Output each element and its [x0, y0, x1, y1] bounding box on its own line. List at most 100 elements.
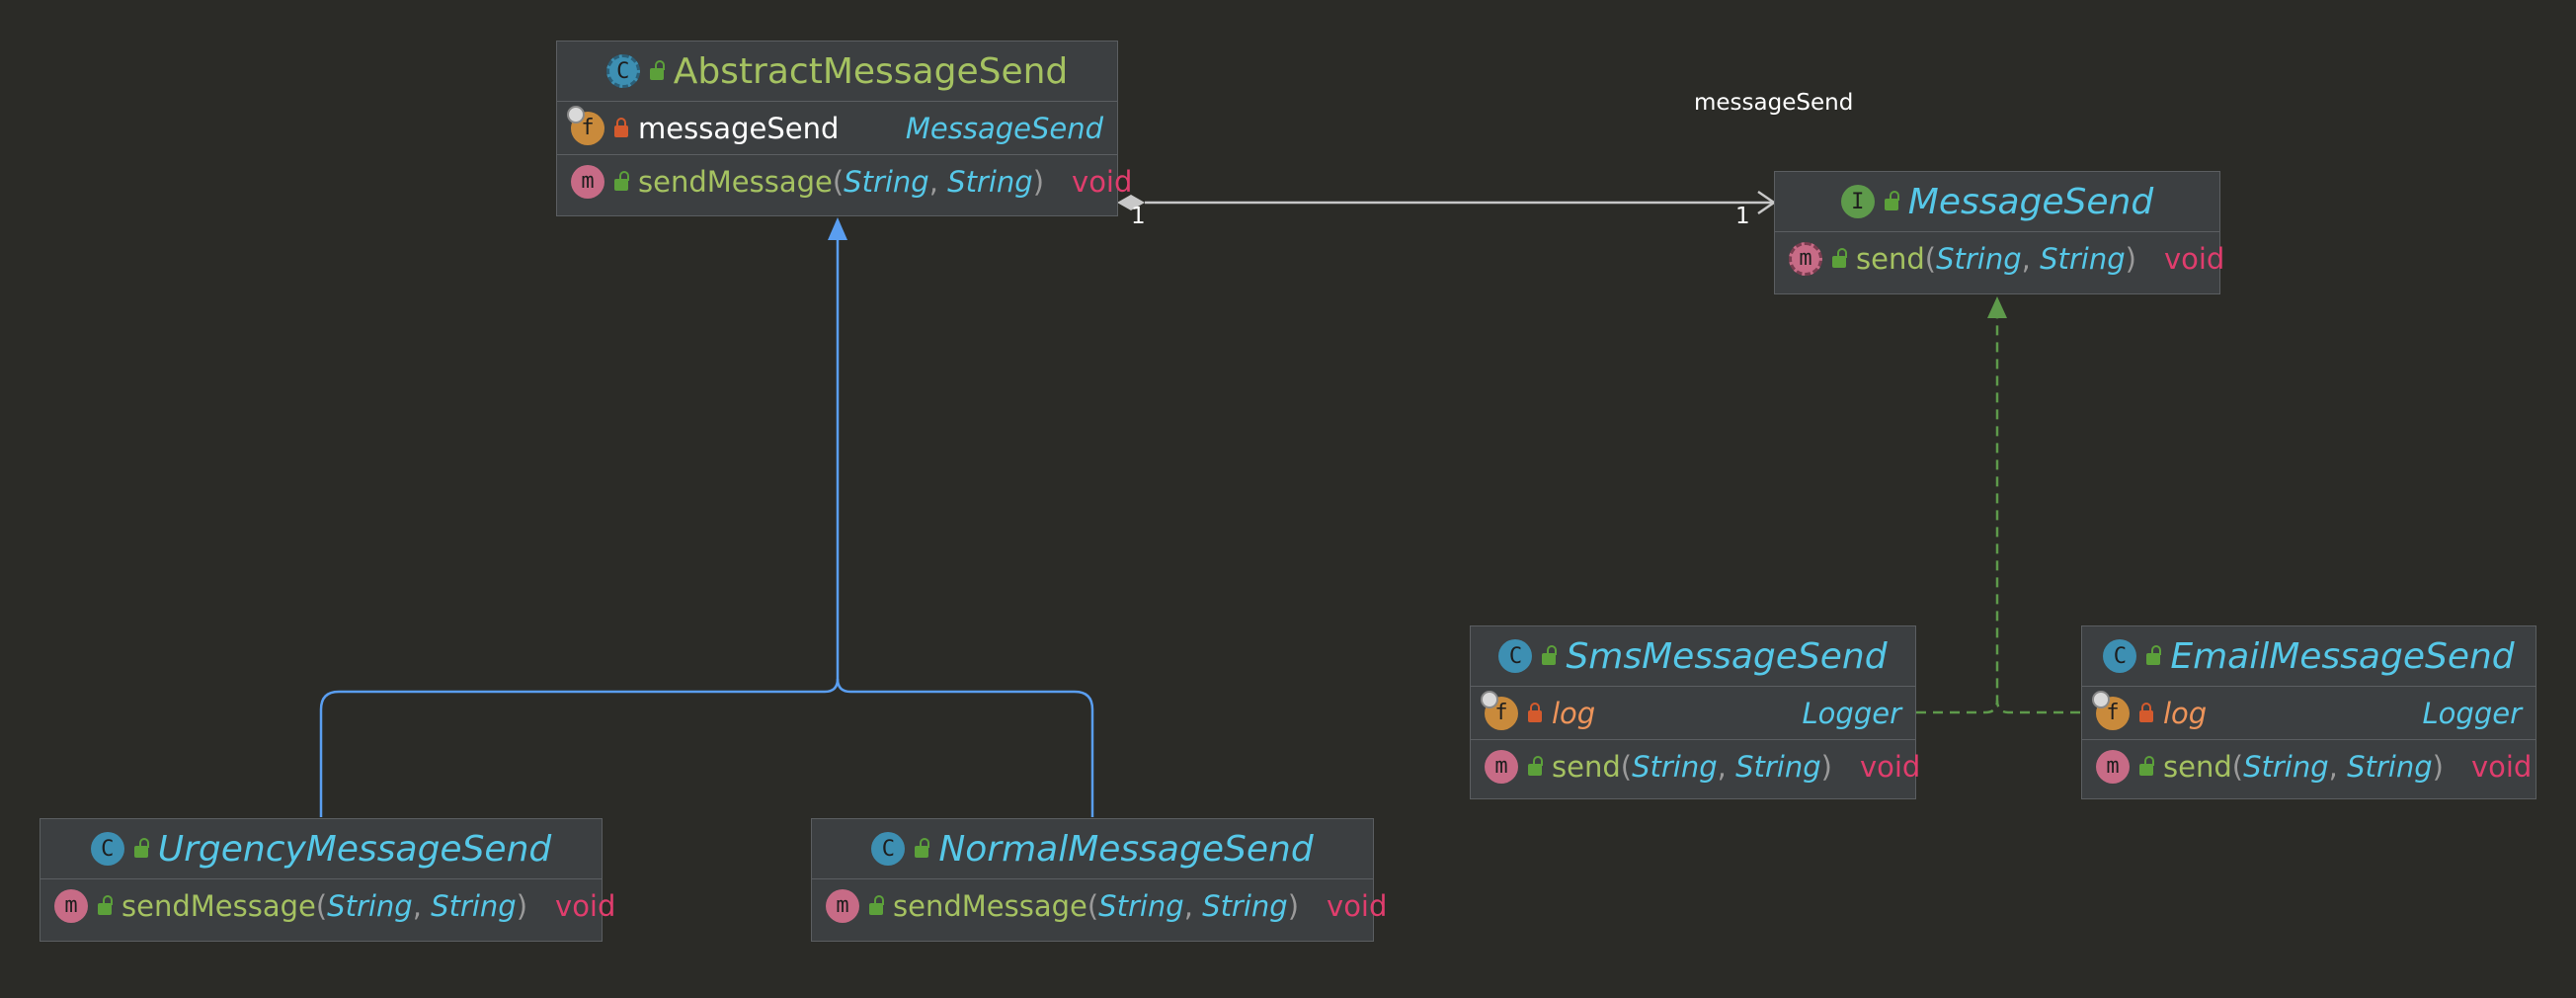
public-lock-icon — [915, 838, 930, 858]
inheritance-edge-normal — [836, 678, 1094, 817]
field-icon: f — [2092, 690, 2130, 730]
param-type: String — [2243, 749, 2329, 784]
public-lock-icon — [98, 894, 113, 915]
class-header: C EmailMessageSend — [2082, 626, 2536, 687]
public-lock-icon — [1884, 191, 1899, 210]
method-name: send — [1552, 749, 1621, 784]
association-label: messageSend — [1694, 90, 1854, 116]
interface-icon: I — [1840, 185, 1875, 218]
method-name: send — [1856, 241, 1925, 276]
field-icon: f — [1481, 690, 1518, 730]
interface-header: I MessageSend — [1775, 172, 2219, 232]
multiplicity-target: 1 — [1735, 204, 1750, 229]
method-row[interactable]: m sendMessage(String, String) void — [557, 155, 1132, 208]
method-icon: m — [54, 888, 88, 923]
field-icon: f — [567, 105, 604, 145]
class-abstract-message-send[interactable]: C AbstractMessageSend f messageSend Mess… — [556, 41, 1132, 216]
public-lock-icon — [1542, 645, 1558, 665]
param-type: String — [947, 164, 1033, 199]
abstract-method-icon: m — [1789, 241, 1822, 276]
realization-edge-email — [1995, 700, 2080, 714]
method-icon: m — [571, 164, 604, 199]
method-name: sendMessage — [638, 164, 833, 199]
param-type: String — [2040, 241, 2126, 276]
method-row[interactable]: m sendMessage(String, String) void — [812, 879, 1387, 932]
class-name: NormalMessageSend — [938, 828, 1314, 870]
private-lock-icon — [2139, 702, 2153, 722]
class-header: C AbstractMessageSend — [557, 42, 1117, 102]
return-type: void — [2163, 241, 2225, 276]
public-lock-icon — [649, 60, 665, 80]
return-type: void — [1859, 749, 1921, 784]
final-pin-icon — [1481, 690, 1498, 708]
inheritance-edge-urgency — [319, 227, 840, 817]
public-lock-icon — [1528, 755, 1543, 776]
final-pin-icon — [2092, 690, 2110, 708]
method-name: sendMessage — [893, 888, 1087, 923]
field-name: messageSend — [638, 111, 840, 145]
method-name: sendMessage — [121, 888, 316, 923]
field-row[interactable]: f messageSend MessageSend — [557, 102, 1117, 155]
realization-arrowhead — [1987, 296, 2007, 318]
return-type: void — [555, 888, 616, 923]
method-row[interactable]: m sendMessage(String, String) void — [40, 879, 615, 932]
param-type: String — [1202, 888, 1288, 923]
class-icon: C — [2103, 639, 2137, 673]
param-type: String — [1098, 888, 1184, 923]
field-row[interactable]: f log Logger — [1471, 687, 1915, 740]
class-name: AbstractMessageSend — [673, 50, 1069, 92]
realization-edge-sms — [1916, 301, 1999, 714]
param-type: String — [1632, 749, 1718, 784]
param-type: String — [1735, 749, 1821, 784]
return-type: void — [1327, 888, 1388, 923]
class-email-message-send[interactable]: C EmailMessageSend f log Logger m send(S… — [2081, 625, 2536, 799]
public-lock-icon — [614, 170, 629, 191]
param-type: String — [2347, 749, 2433, 784]
param-type: String — [844, 164, 929, 199]
class-name: UrgencyMessageSend — [157, 828, 552, 870]
public-lock-icon — [2139, 755, 2154, 776]
multiplicity-source: 1 — [1131, 204, 1146, 229]
field-name: log — [2163, 696, 2208, 730]
return-type: void — [2470, 749, 2533, 784]
final-pin-icon — [567, 105, 585, 124]
class-header: C NormalMessageSend — [812, 819, 1373, 879]
method-name: send — [2163, 749, 2232, 784]
method-row[interactable]: m send(String, String) void — [1471, 740, 1920, 792]
method-icon: m — [1485, 749, 1518, 784]
param-type: String — [327, 888, 413, 923]
class-icon: C — [871, 832, 906, 866]
private-lock-icon — [614, 117, 628, 137]
class-sms-message-send[interactable]: C SmsMessageSend f log Logger m send(Str… — [1470, 625, 1920, 799]
interface-message-send[interactable]: I MessageSend m send(String, String) voi… — [1774, 171, 2224, 294]
class-normal-message-send[interactable]: C NormalMessageSend m sendMessage(String… — [811, 818, 1387, 942]
method-row[interactable]: m send(String, String) void — [1775, 232, 2224, 285]
class-name: SmsMessageSend — [1566, 635, 1888, 677]
inheritance-arrowhead — [828, 217, 847, 240]
field-name: log — [1552, 696, 1596, 730]
param-type: String — [1936, 241, 2022, 276]
public-lock-icon — [133, 838, 149, 858]
public-lock-icon — [869, 894, 884, 915]
field-type: MessageSend — [905, 111, 1103, 145]
method-row[interactable]: m send(String, String) void — [2082, 740, 2536, 792]
field-type: Logger — [2422, 696, 2522, 730]
public-lock-icon — [1832, 247, 1847, 268]
abstract-class-icon: C — [605, 54, 640, 88]
field-type: Logger — [1802, 696, 1901, 730]
class-header: C SmsMessageSend — [1471, 626, 1915, 687]
class-name: EmailMessageSend — [2170, 635, 2515, 677]
return-type: void — [1072, 164, 1133, 199]
method-icon: m — [2096, 749, 2130, 784]
field-row[interactable]: f log Logger — [2082, 687, 2536, 740]
method-icon: m — [826, 888, 859, 923]
class-urgency-message-send[interactable]: C UrgencyMessageSend m sendMessage(Strin… — [40, 818, 615, 942]
composition-diamond — [1117, 195, 1145, 210]
class-header: C UrgencyMessageSend — [40, 819, 602, 879]
class-icon: C — [1498, 639, 1533, 673]
private-lock-icon — [1528, 702, 1542, 722]
param-type: String — [431, 888, 517, 923]
class-icon: C — [90, 832, 124, 866]
interface-name: MessageSend — [1907, 181, 2154, 222]
